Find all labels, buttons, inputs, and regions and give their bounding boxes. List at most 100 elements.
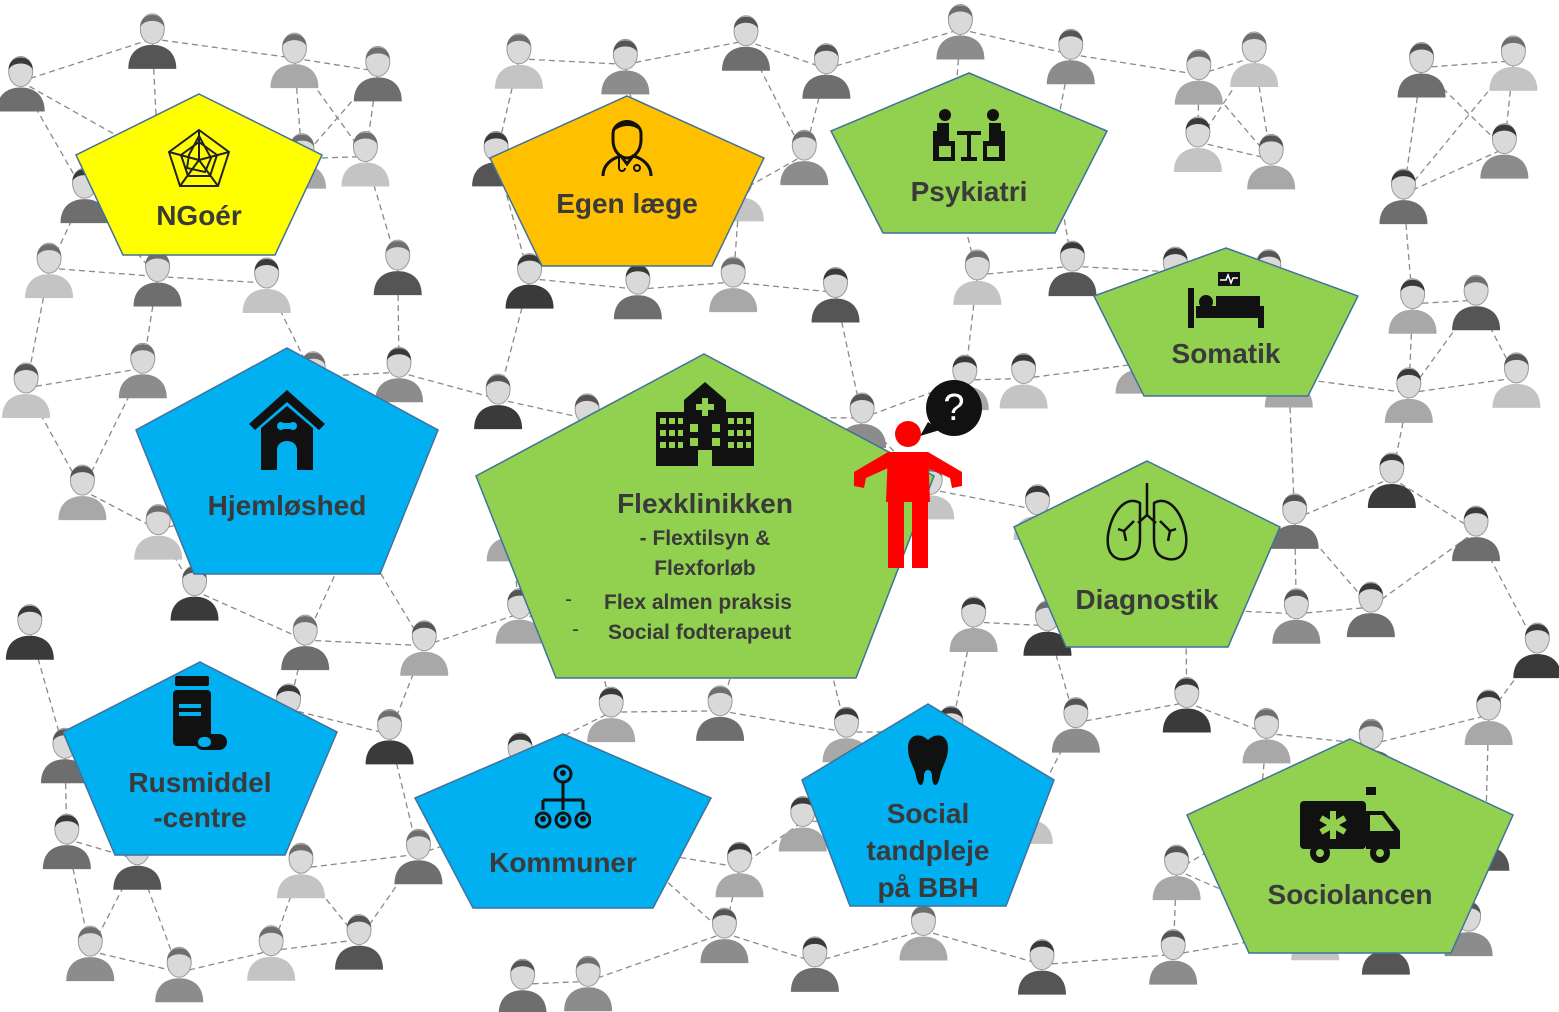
person-silhouette — [281, 614, 330, 671]
person-silhouette — [587, 686, 636, 743]
person-silhouette — [1230, 31, 1279, 88]
person-silhouette — [1367, 452, 1416, 508]
person-silhouette — [1046, 28, 1095, 85]
network-link — [1421, 60, 1514, 69]
network-link — [826, 28, 961, 70]
person-silhouette — [276, 842, 325, 899]
person-silhouette — [1242, 707, 1291, 764]
network-link — [724, 932, 816, 963]
person-silhouette — [999, 352, 1048, 409]
network-link — [637, 281, 734, 290]
hospital-bed-icon — [1188, 272, 1264, 328]
network-link — [733, 281, 836, 294]
network-link — [90, 950, 180, 973]
network-link — [194, 590, 306, 641]
node-label: Egen læge — [556, 188, 698, 219]
person-silhouette — [495, 588, 544, 644]
network-link — [522, 980, 589, 985]
network-link — [529, 277, 638, 290]
pentagon-somatik — [1092, 247, 1360, 397]
pentagon-social-tandpleje — [801, 703, 1055, 907]
person-silhouette — [373, 239, 422, 296]
bullet-item: Social fodterapeut — [608, 621, 792, 644]
person-silhouette — [2, 362, 51, 418]
bubble-text: ? — [943, 387, 964, 429]
network-link — [611, 710, 721, 713]
pentagon-egen-laege — [488, 95, 766, 267]
bullet-marker: - — [572, 618, 579, 641]
person-silhouette — [242, 257, 291, 314]
network-link — [20, 38, 153, 83]
person-silhouette — [1174, 49, 1223, 105]
network-link — [1186, 701, 1267, 734]
network-link — [49, 267, 158, 278]
person-silhouette — [1346, 581, 1395, 638]
network-link — [1294, 477, 1393, 520]
person-silhouette — [365, 708, 414, 765]
node-label: NGoér — [156, 200, 242, 231]
network-link — [397, 265, 400, 373]
person-silhouette — [1452, 274, 1501, 331]
person-silhouette — [790, 936, 839, 992]
person-silhouette — [1464, 689, 1513, 746]
network-link — [973, 621, 1048, 627]
person-silhouette — [494, 33, 543, 89]
network-link — [398, 371, 499, 400]
person-silhouette — [613, 263, 662, 320]
node-label: tandpleje — [866, 835, 990, 866]
person-silhouette — [498, 958, 547, 1012]
person-silhouette — [1379, 168, 1428, 225]
network-link — [1391, 477, 1477, 532]
network-link — [719, 710, 847, 733]
person-silhouette — [1173, 116, 1222, 172]
person-silhouette — [778, 795, 827, 852]
person-silhouette — [1452, 505, 1501, 562]
person-silhouette — [1388, 278, 1437, 334]
node-somatik: Somatik — [1092, 246, 1360, 398]
node-kommuner: Kommuner — [413, 732, 713, 910]
network-link — [288, 708, 390, 735]
doctor-icon — [601, 120, 653, 176]
person-silhouette — [133, 251, 182, 307]
person-silhouette — [1149, 929, 1198, 985]
person-silhouette — [1152, 844, 1201, 901]
node-psykiatri: Psykiatri — [829, 71, 1109, 235]
person-silhouette — [1270, 493, 1319, 549]
person-silhouette — [1480, 123, 1529, 179]
network-link — [358, 853, 419, 940]
network-link — [1253, 56, 1272, 160]
node-sublabel: - Flextilsyn & — [639, 527, 771, 550]
node-egen-laege: Egen læge — [488, 94, 766, 268]
network-link — [960, 28, 1071, 55]
person-silhouette — [1017, 939, 1066, 995]
person-silhouette — [721, 15, 770, 71]
person-silhouette — [353, 45, 402, 102]
network-link — [1296, 606, 1371, 615]
person-silhouette — [709, 256, 758, 313]
network-link — [1075, 701, 1187, 724]
node-label: Diagnostik — [1075, 584, 1219, 615]
person-silhouette — [696, 685, 745, 741]
network-link — [745, 40, 827, 70]
confused-person-icon — [854, 421, 962, 568]
person-silhouette — [270, 32, 319, 89]
bullet-marker: - — [565, 588, 572, 611]
network-link — [497, 398, 588, 420]
pill-bottle-icon — [173, 676, 227, 750]
person-silhouette — [780, 129, 829, 186]
node-label: Psykiatri — [910, 176, 1028, 207]
node-social-tandpleje: Social tandpleje på BBH — [800, 702, 1056, 908]
person-silhouette — [949, 596, 998, 652]
node-ngoer: NGoér — [74, 92, 324, 257]
node-label: Somatik — [1171, 338, 1281, 369]
person-silhouette — [1397, 42, 1446, 98]
person-silhouette — [1051, 697, 1100, 753]
pentagon-diagnostik — [1013, 460, 1281, 648]
person-silhouette — [822, 706, 871, 763]
network-link — [1070, 53, 1199, 76]
node-label: Sociolancen — [1267, 879, 1433, 910]
ambulance-icon — [1300, 787, 1400, 863]
person-silhouette — [811, 266, 860, 323]
node-label: Flexklinikken — [617, 488, 793, 519]
